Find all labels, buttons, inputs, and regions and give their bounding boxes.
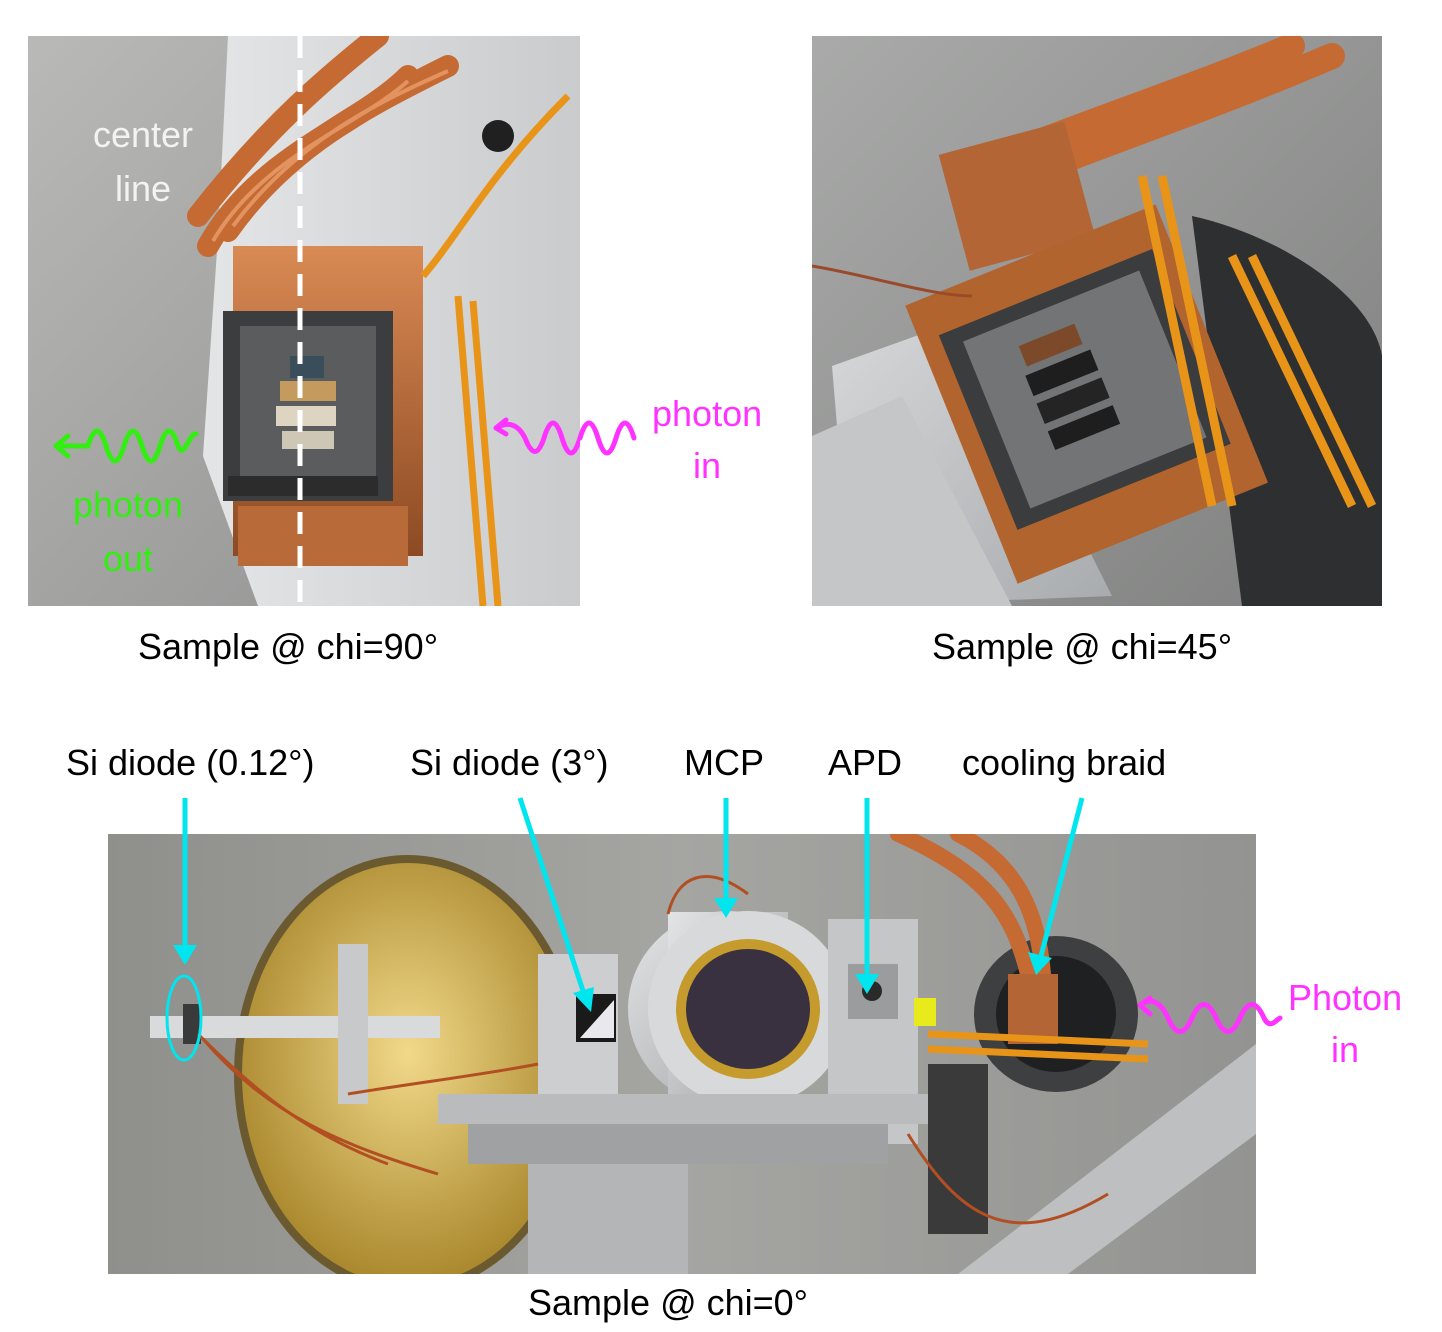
arrow-si-diode-3 <box>517 797 589 1001</box>
si-diode-highlight-ellipse <box>165 974 203 1062</box>
sample-chi45-image <box>812 36 1382 606</box>
label-apd: APD <box>828 742 903 783</box>
sample-chi90-image <box>28 36 580 606</box>
label-si-diode-012: Si diode (0.12°) <box>66 742 315 783</box>
center-line-label: center line <box>92 114 194 209</box>
photo-chi0 <box>108 834 1256 1274</box>
label-mcp: MCP <box>684 742 764 783</box>
photon-out-label: photon out <box>72 484 184 579</box>
photon-in-label-chi0: Photon in <box>1288 977 1403 1071</box>
label-cooling-braid: cooling braid <box>962 742 1167 783</box>
photon-in-label-chi90: photon in <box>652 393 763 487</box>
caption-chi45: Sample @ chi=45° <box>932 626 1233 667</box>
caption-chi90: Sample @ chi=90° <box>138 626 439 667</box>
arrow-cooling-braid <box>1037 797 1085 961</box>
photo-chi45 <box>812 36 1382 606</box>
photon-in-wave-icon <box>578 420 637 456</box>
label-si-diode-3: Si diode (3°) <box>410 742 609 783</box>
photo-chi90: center line photon out <box>28 36 580 606</box>
sample-chi0-image <box>108 834 1256 1274</box>
photon-in-wave-bottom-icon <box>1137 995 1283 1034</box>
caption-chi0: Sample @ chi=0° <box>528 1282 809 1323</box>
